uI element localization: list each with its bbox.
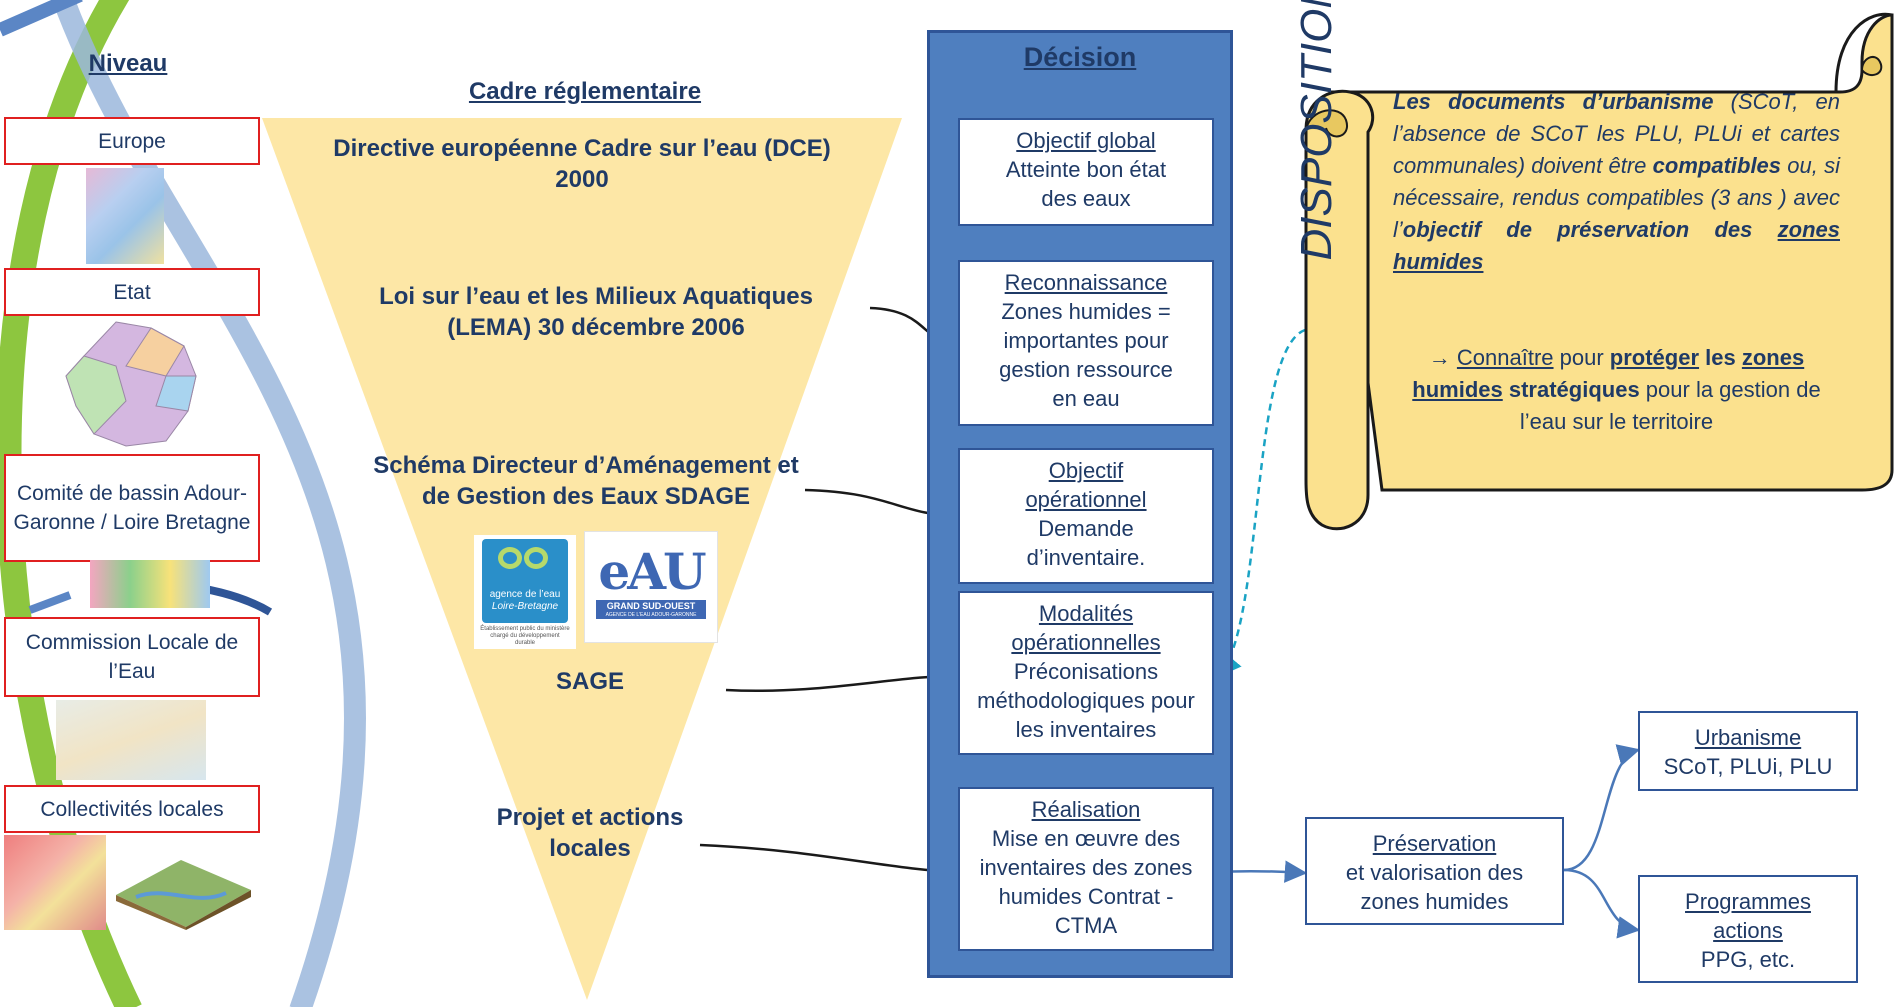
agence-lb-tagline: Établissement public du ministère chargé… [480,626,570,646]
sage-text: SAGE [555,668,624,695]
urbanisme-body: SCoT, PLUi, PLU [1663,754,1833,779]
decision-title: Décision [1023,42,1137,72]
disp-bold: les [1699,345,1742,370]
disp-text: pour [1553,345,1610,370]
arrow-dispositions [1218,328,1306,677]
disp-text: ou, si nécessaire, rendus compatibles (3… [1393,153,1841,242]
decision-body: Préconisations méthodologiques pour les … [977,659,1195,742]
disp-bold-underlined: protéger [1609,345,1700,370]
preservation-body: et valorisation des zones humides [1345,860,1524,914]
level-etat: Etat [4,268,260,316]
basin-map-image [90,560,210,608]
disp-bold-underlined: zones humides [1393,217,1840,274]
decision-objectif-global: Objectif global Atteinte bon état des ea… [958,118,1214,226]
decision-modalites-operationnelles: Modalités opérationnelles Préconisations… [958,591,1214,755]
agence-lb-line1: agence de l’eau [489,589,561,600]
agence-ag-line1: GRAND SUD-OUEST [596,600,706,612]
agence-ag-mark: eAU [598,542,706,601]
disp-bold: stratégiques [1502,377,1640,402]
lema-text: Loi sur l’eau et les Milieux Aquatiques … [379,283,813,341]
disp-arrow: → [1428,345,1457,370]
decision-realisation: Réalisation Mise en œuvre des inventaire… [958,787,1214,951]
france-map-image [56,316,206,450]
arrow-to-programmes [1563,868,1641,939]
decision-heading: Objectif global [1016,128,1156,153]
dispositions-paragraph-1: Les documents d’urbanisme (SCoT, en l’ab… [1393,86,1840,278]
agence-adour-garonne-logo: eAU GRAND SUD-OUEST AGENCE DE L’EAU ADOU… [584,531,718,643]
level-europe: Europe [4,117,260,165]
level-collectivites: Collectivités locales [4,785,260,833]
urbanisme-heading: Urbanisme [1694,725,1802,750]
level-comite-bassin: Comité de bassin Adour-Garonne / Loire B… [4,454,260,562]
decision-body: Mise en œuvre des inventaires des zones … [979,826,1193,938]
cadre-reglementaire-title: Cadre réglementaire [468,78,702,105]
decision-heading: Reconnaissance [1004,270,1168,295]
decision-objectif-operationnel: Objectif opérationnel Demande d’inventai… [958,448,1214,584]
disp-text: (SCoT, en l’absence de SCoT les PLU, PLU… [1393,89,1840,178]
programmes-body: PPG, etc. [1700,947,1796,972]
disp-text: pour la gestion de l’eau sur le territoi… [1519,377,1821,434]
local-zoning-map-image [4,835,106,930]
level-column-title: Niveau [88,50,168,77]
projet-actions-locales-text: Projet et actions locales [496,804,684,862]
agence-ag-line2: AGENCE DE L’EAU ADOUR-GARONNE [596,612,706,619]
preservation-box: Préservation et valorisation des zones h… [1305,817,1564,925]
sage-territory-map-image [56,700,206,780]
decision-body: Atteinte bon état des eaux [1005,157,1167,211]
decision-body: Demande d’inventaire. [1026,516,1146,570]
programmes-heading: Programmes actions [1685,889,1811,943]
decorative-blue-stroke-left [28,591,72,614]
programmes-box: Programmes actions PPG, etc. [1638,875,1858,983]
decision-body: Zones humides = importantes pour gestion… [999,299,1173,411]
regulatory-triangle [262,118,902,1000]
level-commission-locale: Commission Locale de l’Eau [4,617,260,697]
agence-lb-line2: Loire-Bretagne [491,601,559,612]
arrow-to-urbanisme [1563,744,1641,872]
decision-heading: Réalisation [1031,797,1141,822]
dispositions-scroll [1304,12,1894,531]
decision-heading: Modalités opérationnelles [1011,601,1161,655]
arrow-sage [725,664,961,693]
agence-loire-bretagne-logo: agence de l’eau Loire-Bretagne Établisse… [474,535,576,649]
disp-bold-underlined: zones humides [1412,345,1805,402]
disp-bold: Les documents d’urbanisme [1393,89,1714,114]
preservation-heading: Préservation [1372,831,1497,856]
disp-bold: compatibles [1652,153,1782,178]
decorative-blue-corner [0,0,83,37]
dispositions-paragraph-2: → Connaître pour protéger les zones humi… [1393,342,1840,438]
arrow-local [699,843,961,883]
europe-map-image [86,168,164,264]
decision-heading: Objectif opérationnel [1025,458,1147,512]
urbanisme-box: Urbanisme SCoT, PLUi, PLU [1638,711,1858,791]
disp-bold: objectif de préservation des [1402,217,1778,242]
decision-reconnaissance: Reconnaissance Zones humides = important… [958,260,1214,426]
dispositions-label: DISPOSITIONS [1292,0,1341,261]
directive-dce-text: Directive européenne Cadre sur l’eau (DC… [333,135,831,193]
disp-underlined: Connaître [1456,345,1554,370]
sdage-text: Schéma Directeur d’Aménagement et de Ges… [373,452,799,510]
terrain-block-image [106,835,256,930]
